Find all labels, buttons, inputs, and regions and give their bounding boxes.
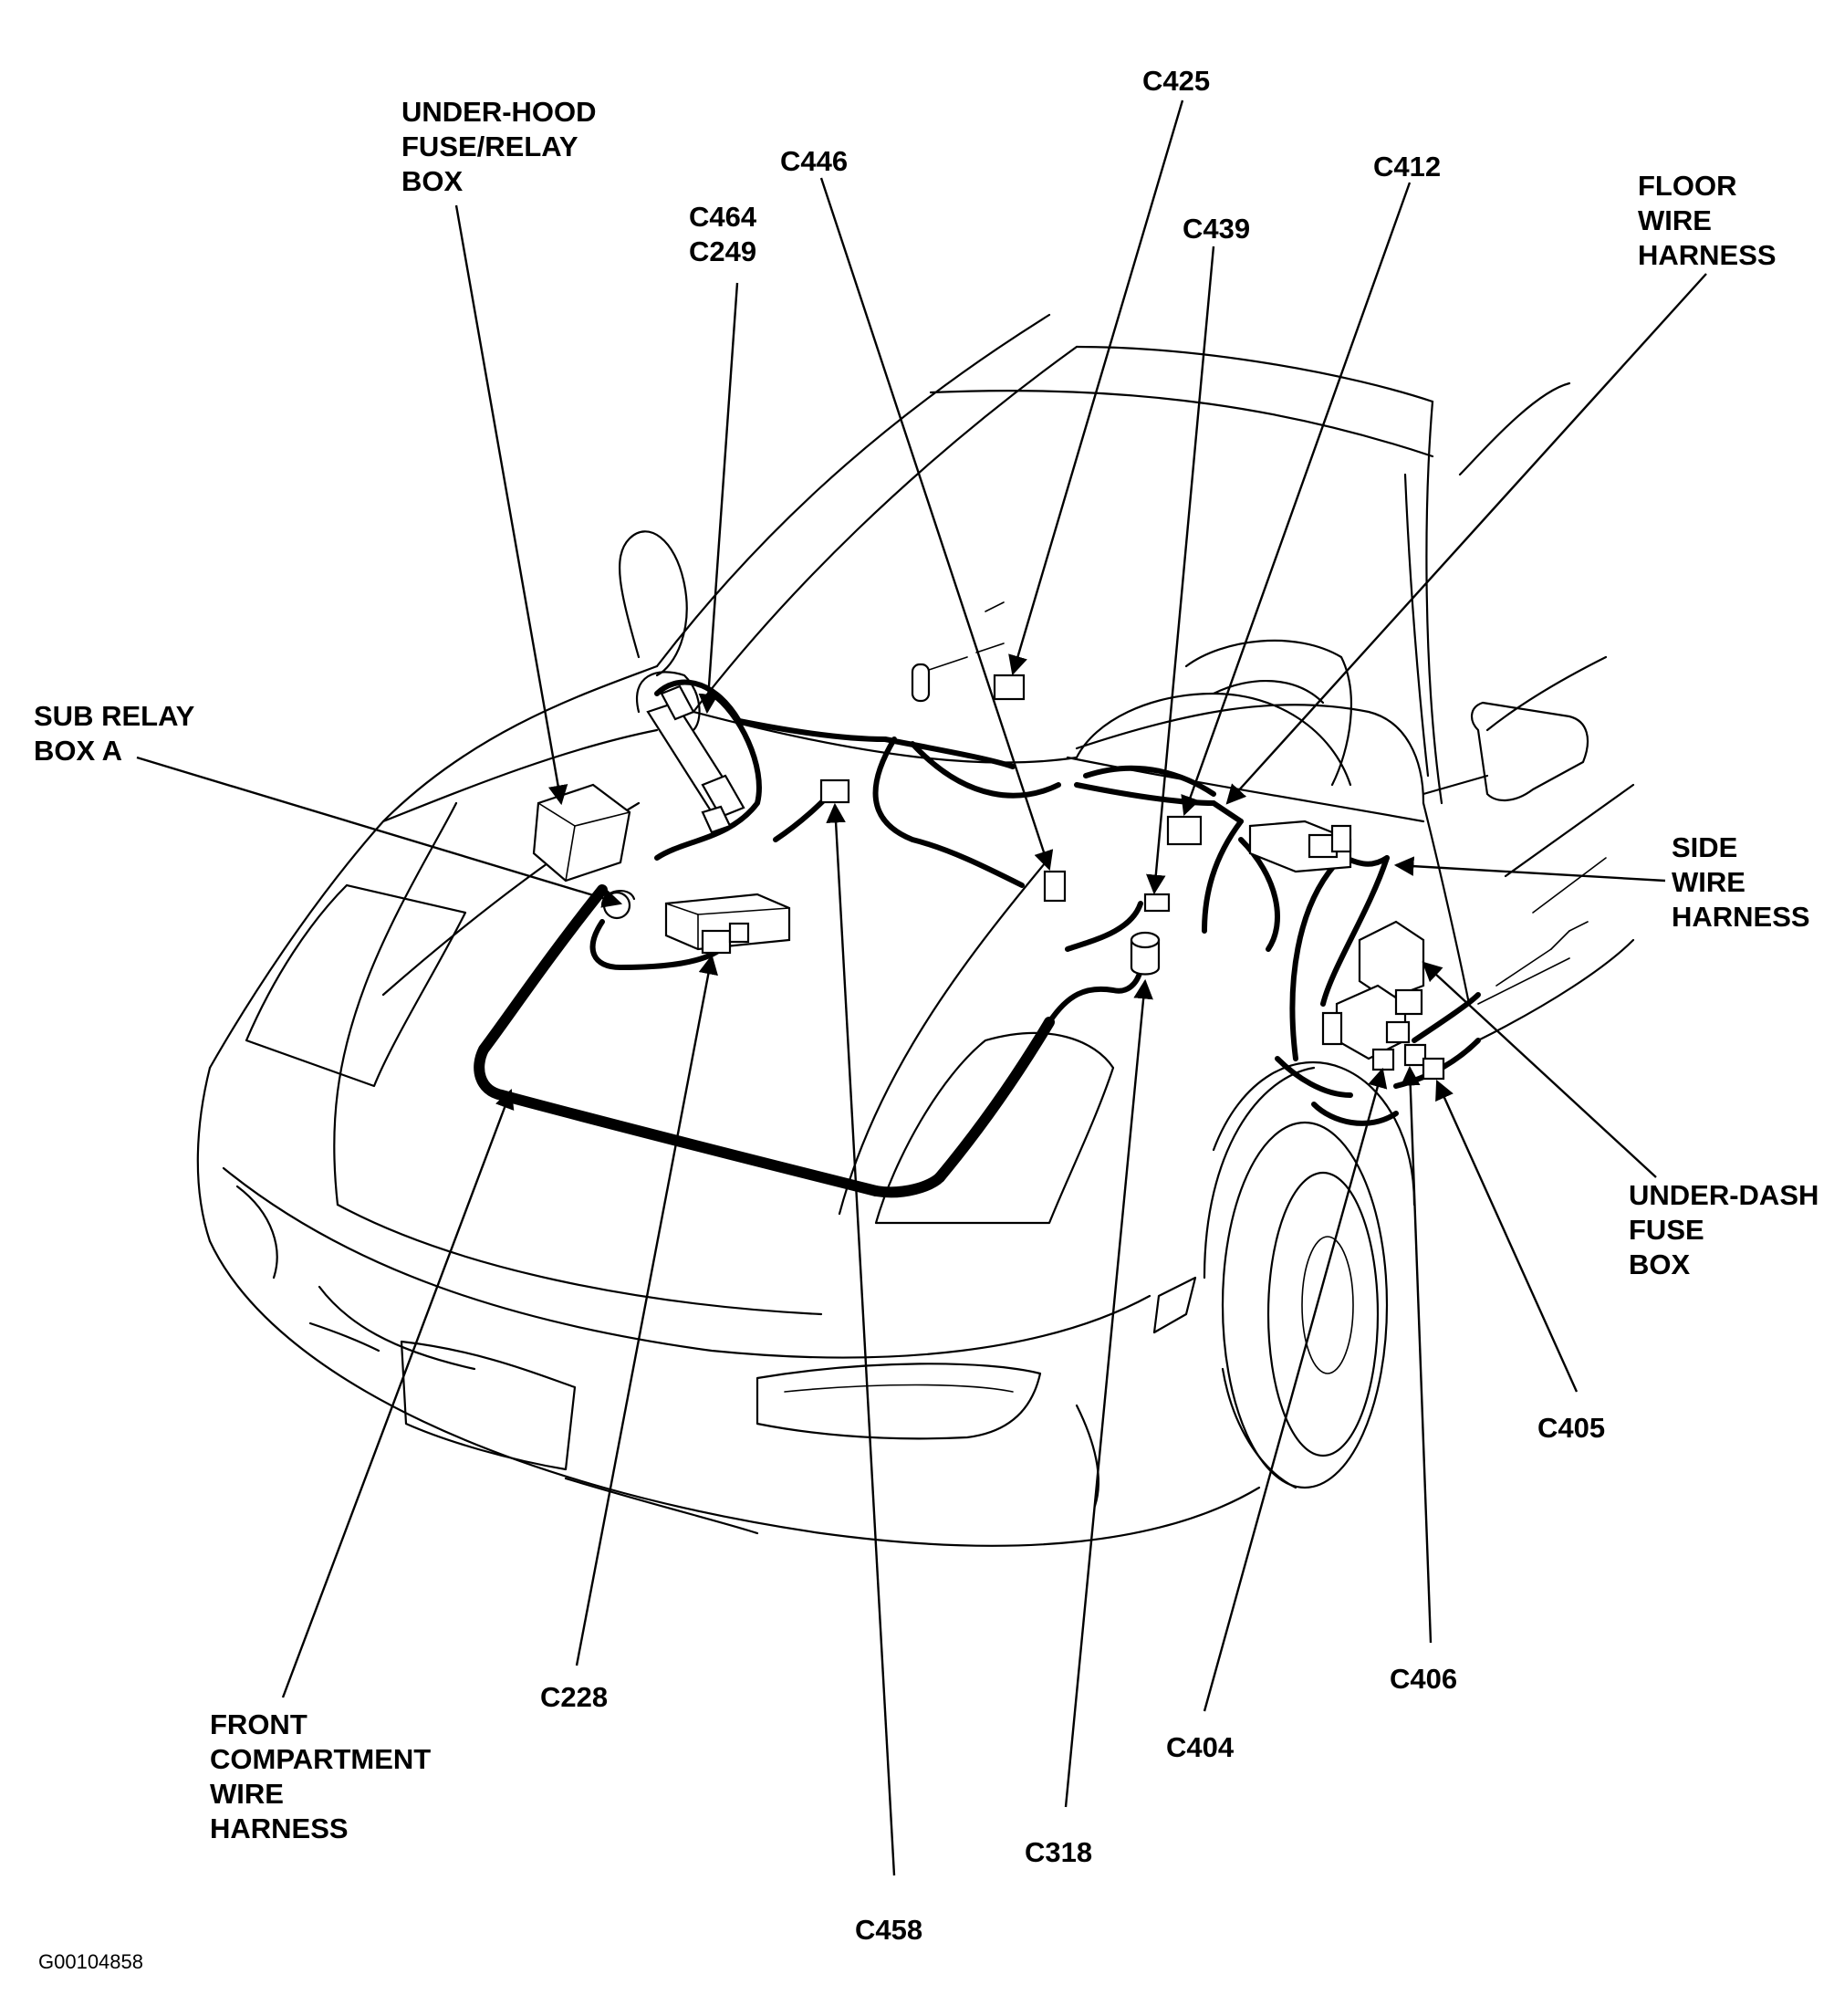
label-floor-wire-harness: FLOOR WIRE HARNESS — [1638, 170, 1777, 271]
label-c425: C425 — [1142, 65, 1210, 97]
label-c228: C228 — [540, 1681, 608, 1713]
label-c458: C458 — [855, 1914, 922, 1946]
label-c446: C446 — [780, 145, 848, 177]
label-c405: C405 — [1537, 1412, 1605, 1444]
label-c464-c249: C464 C249 — [689, 201, 765, 267]
label-c318: C318 — [1025, 1836, 1092, 1868]
label-c404: C404 — [1166, 1731, 1235, 1763]
label-c412: C412 — [1373, 151, 1441, 183]
leader-lines — [136, 99, 1707, 1876]
label-front-compartment-wire-harness: FRONT COMPARTMENT WIRE HARNESS — [210, 1708, 439, 1844]
callout-labels: UNDER-HOOD FUSE/RELAY BOX C464 C249 C446… — [34, 65, 1827, 1973]
car-body-outline — [196, 313, 1635, 1547]
components — [532, 671, 1445, 1081]
label-c406: C406 — [1390, 1663, 1457, 1695]
figure-id: G00104858 — [38, 1950, 143, 1973]
front-compartment-harness-path — [474, 884, 1055, 1198]
label-under-hood-fuse-relay-box: UNDER-HOOD FUSE/RELAY BOX — [401, 96, 604, 197]
label-side-wire-harness: SIDE WIRE HARNESS — [1672, 831, 1810, 933]
label-sub-relay-box-a: SUB RELAY BOX A — [34, 700, 202, 767]
label-c439: C439 — [1183, 213, 1250, 245]
label-under-dash-fuse-box: UNDER-DASH FUSE BOX — [1629, 1179, 1827, 1280]
